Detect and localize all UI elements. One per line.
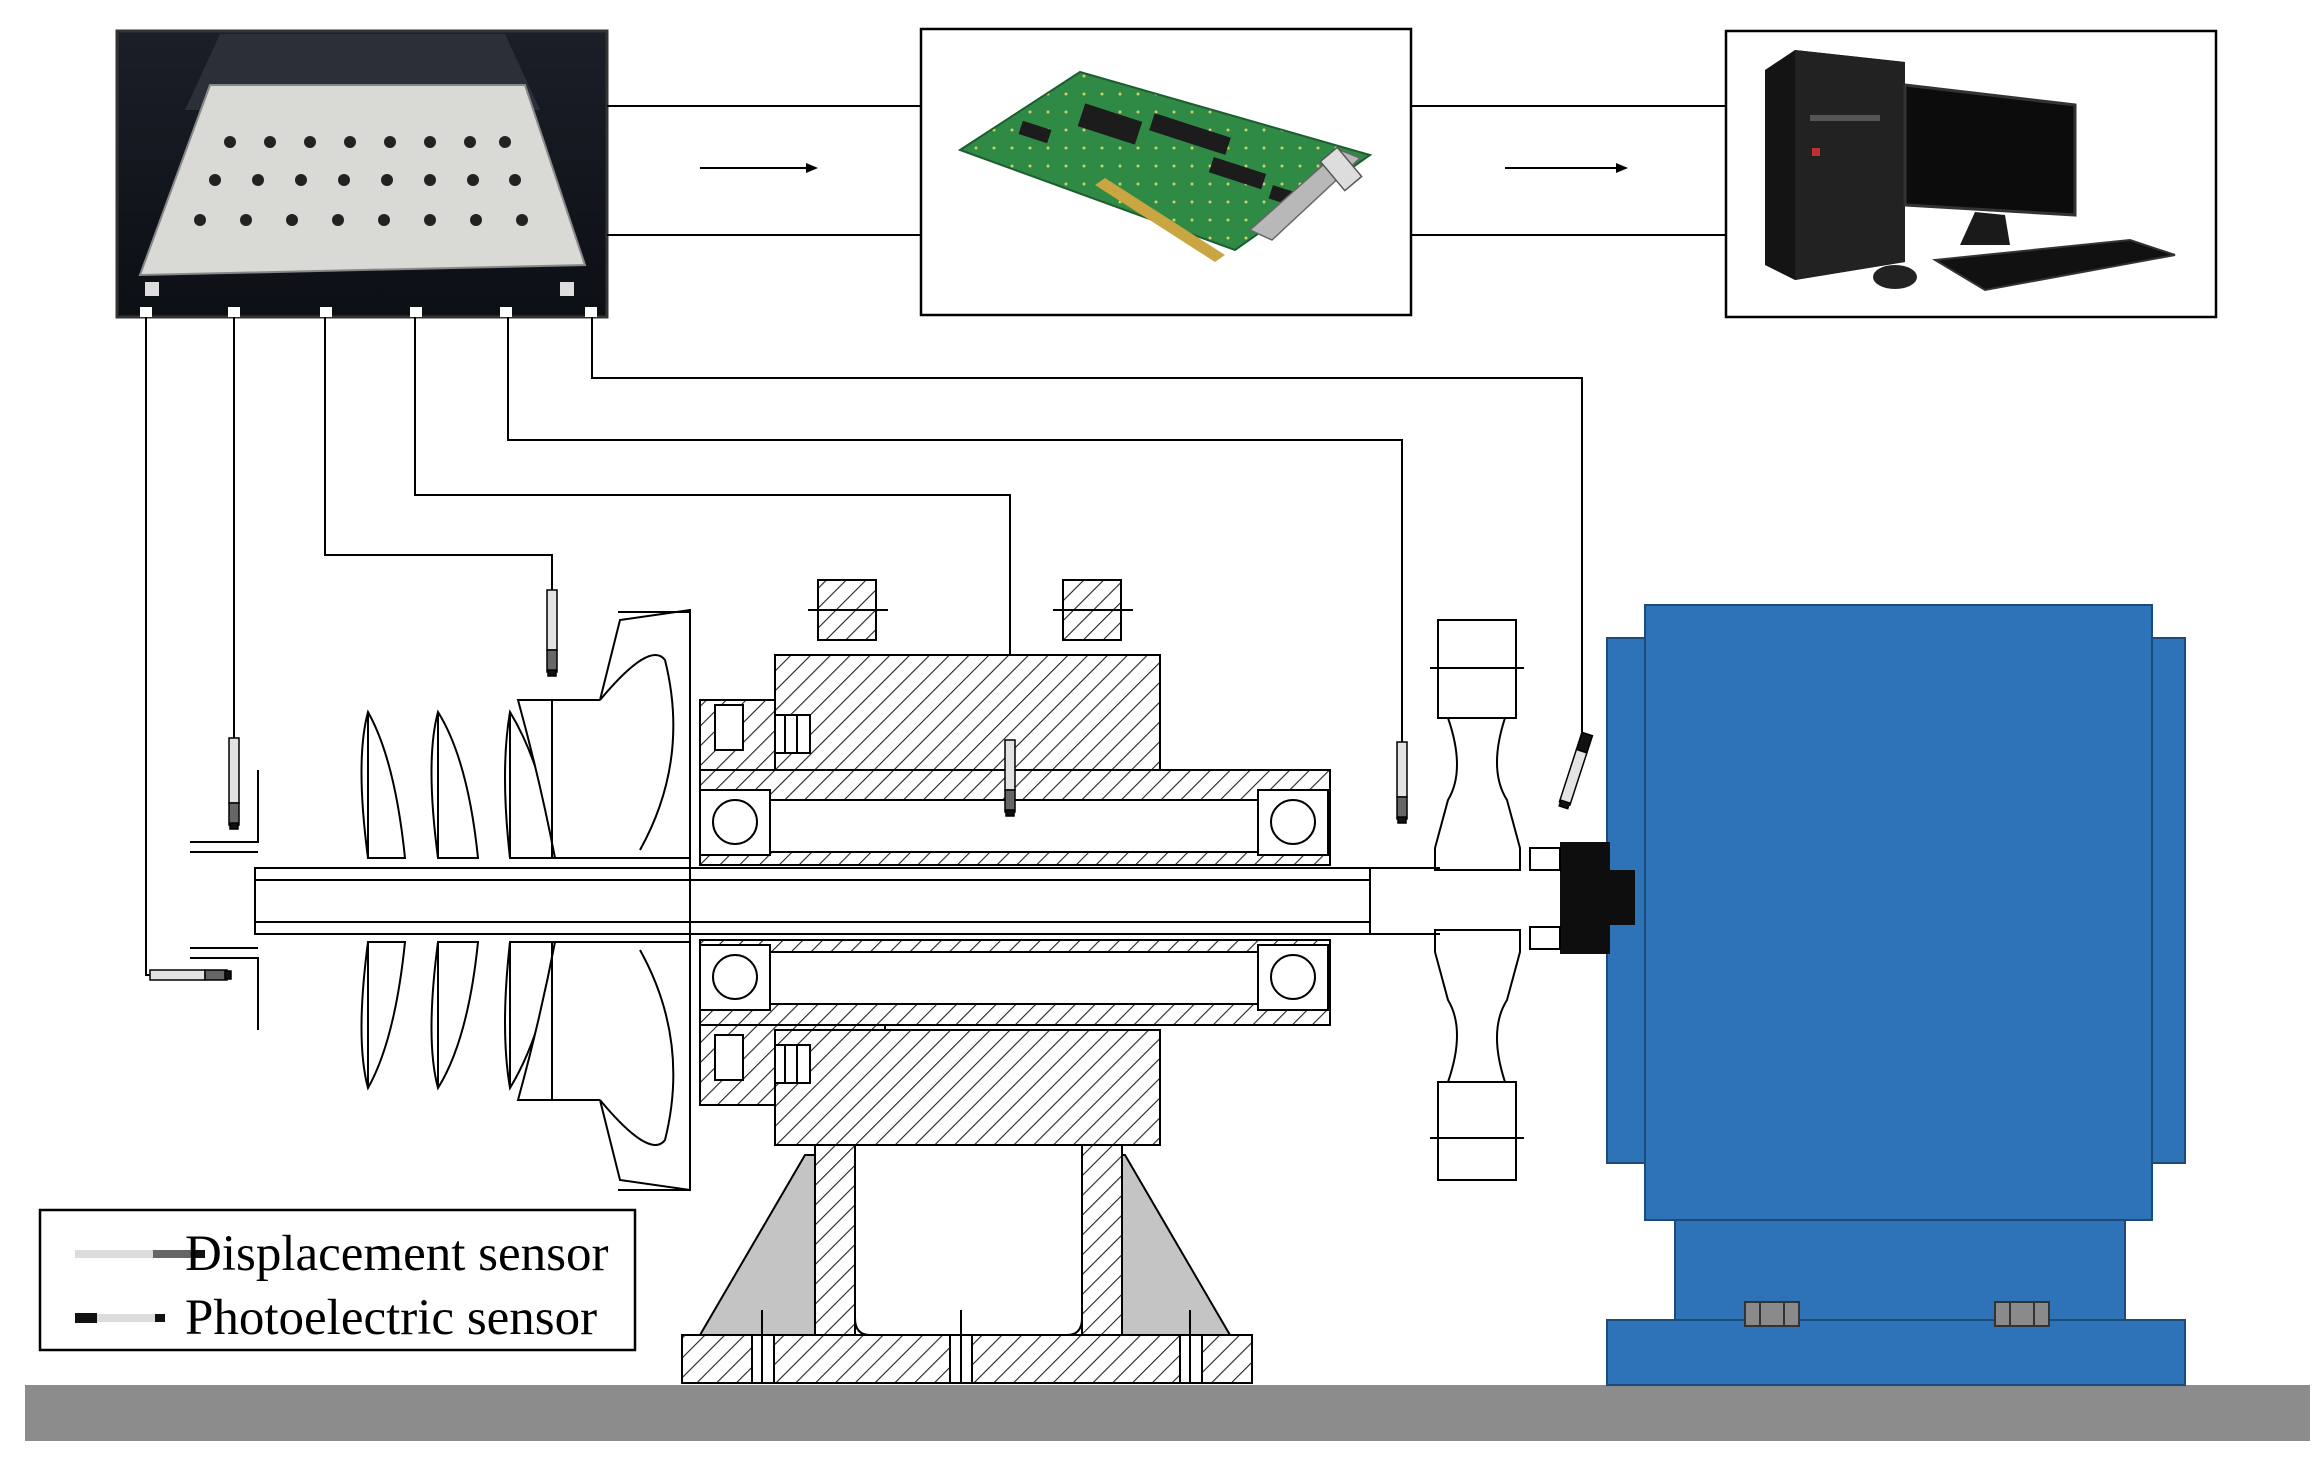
photoelectric-sensor-icon	[1558, 731, 1594, 810]
arrow-right-icon	[1505, 163, 1628, 173]
bolt-icon	[1744, 1301, 1800, 1327]
displacement-sensor-icon	[1004, 739, 1016, 817]
displacement-sensor-icon	[1396, 741, 1408, 824]
displacement-sensor-icon	[228, 737, 240, 830]
data-acquisition-box-icon	[115, 29, 609, 319]
pedestal	[681, 1139, 1253, 1384]
legend: Displacement sensor Photoelectric sensor	[38, 1208, 637, 1352]
motor	[1606, 604, 2186, 1386]
displacement-sensors	[149, 589, 1408, 981]
ground-base	[25, 1385, 2310, 1441]
bearing-housing	[699, 579, 1331, 1146]
pci-card-panel	[919, 27, 1413, 317]
legend-photoelectric-swatch	[75, 1313, 165, 1323]
desktop-computer-icon	[1765, 50, 2176, 292]
link-card-to-computer	[1411, 105, 1726, 236]
displacement-sensor-icon	[149, 969, 232, 981]
computer-panel	[1724, 29, 2218, 319]
legend-photoelectric-label: Photoelectric sensor	[185, 1290, 597, 1346]
rotor-shaft	[254, 867, 1440, 935]
legend-displacement-swatch	[75, 1250, 205, 1258]
link-box-to-card	[607, 105, 921, 236]
impeller-stages	[190, 608, 691, 1192]
pci-card-icon	[957, 70, 1373, 262]
displacement-sensor-icon	[546, 589, 558, 677]
flexible-coupling	[1430, 619, 1524, 1181]
bolt-icon	[1994, 1301, 2050, 1327]
motor-hub	[1529, 842, 1635, 954]
sensor-wires	[145, 317, 1583, 976]
legend-displacement-label: Displacement sensor	[185, 1226, 608, 1282]
arrow-right-icon	[700, 163, 818, 173]
legend-box	[38, 1208, 637, 1352]
